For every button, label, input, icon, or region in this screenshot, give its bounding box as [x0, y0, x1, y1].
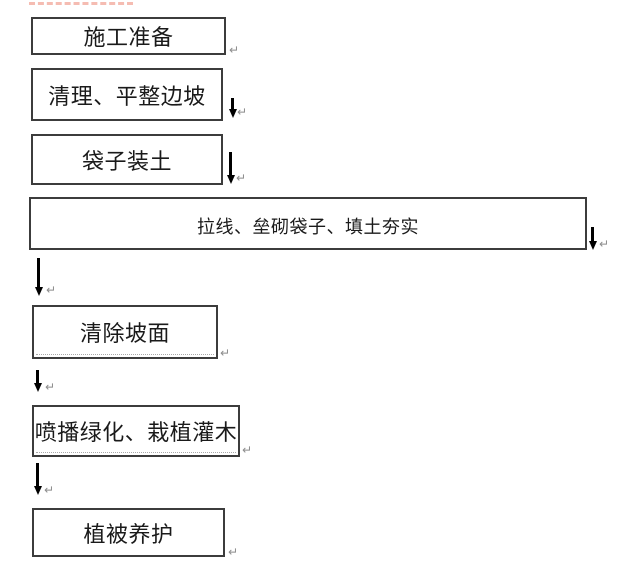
flow-arrow-down-icon[interactable] [226, 152, 235, 184]
flow-arrow-down-icon[interactable] [588, 227, 597, 250]
arrow-stem [37, 258, 40, 287]
paragraph-mark-icon: ↵ [46, 283, 57, 297]
flow-step-1-label: 施工准备 [83, 25, 174, 50]
paragraph-mark-icon: ↵ [242, 443, 253, 457]
flow-step-6-label: 喷播绿化、栽植灌木 [34, 420, 238, 445]
paragraph-mark-icon: ↵ [237, 105, 248, 119]
arrow-stem [229, 152, 232, 175]
arrow-head [33, 383, 42, 392]
paragraph-mark-icon: ↵ [44, 483, 55, 497]
flow-step-7-label: 植被养护 [83, 521, 174, 547]
flow-step-2-label: 清理、平整边坡 [48, 83, 206, 109]
flow-step-4-label: 拉线、垒砌袋子、填土夯实 [197, 217, 419, 237]
arrow-head [34, 287, 43, 296]
paragraph-mark-icon: ↵ [599, 237, 610, 251]
flow-step-5-box[interactable]: 清除坡面 [32, 305, 218, 359]
arrow-head [226, 175, 235, 184]
flow-step-5-label: 清除坡面 [79, 321, 170, 346]
flow-step-2-box[interactable]: 清理、平整边坡 [31, 68, 223, 121]
flow-arrow-down-icon[interactable] [33, 370, 42, 392]
flow-step-1-box[interactable]: 施工准备 [31, 17, 226, 55]
arrow-stem [591, 227, 594, 241]
proofing-underline [29, 2, 133, 5]
paragraph-mark-icon: ↵ [229, 43, 240, 57]
flow-step-3-box[interactable]: 袋子装土 [31, 134, 223, 185]
paragraph-mark-icon: ↵ [236, 171, 247, 185]
flow-step-3-label: 袋子装土 [81, 148, 172, 174]
arrow-head [33, 486, 42, 495]
arrow-head [588, 241, 597, 250]
paragraph-mark-icon: ↵ [45, 380, 56, 394]
paragraph-mark-icon: ↵ [228, 545, 239, 559]
arrow-stem [231, 98, 234, 109]
arrow-stem [36, 370, 39, 383]
arrow-stem [36, 463, 39, 486]
flow-step-7-box[interactable]: 植被养护 [32, 508, 225, 557]
flow-step-4-box[interactable]: 拉线、垒砌袋子、填土夯实 [29, 197, 587, 250]
arrow-head [228, 109, 237, 118]
paragraph-mark-icon: ↵ [220, 346, 231, 360]
flow-step-6-box[interactable]: 喷播绿化、栽植灌木 [32, 405, 240, 457]
flow-arrow-down-icon[interactable] [34, 258, 43, 296]
flow-arrow-down-icon[interactable] [228, 98, 237, 118]
flow-arrow-down-icon[interactable] [33, 463, 42, 495]
